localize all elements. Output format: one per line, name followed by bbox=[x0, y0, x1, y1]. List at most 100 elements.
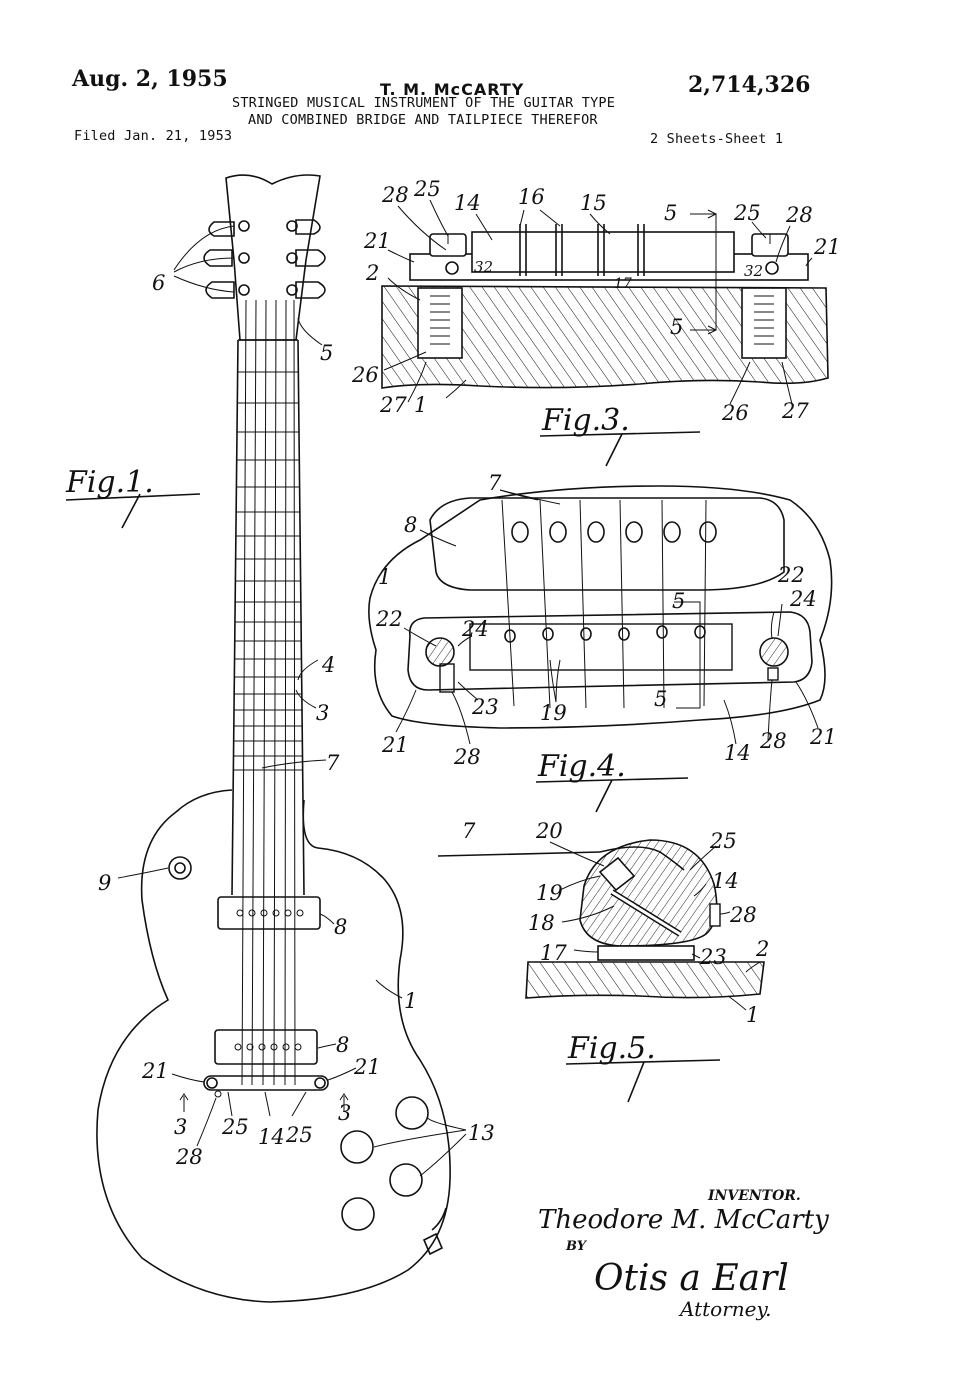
ref-24-left: 24 bbox=[461, 617, 489, 641]
ref-18: 18 bbox=[528, 911, 555, 935]
ref-28: 28 bbox=[729, 903, 757, 927]
ref-17: 17 bbox=[614, 276, 632, 292]
control-knob bbox=[340, 1130, 374, 1164]
ref-25: 25 bbox=[709, 829, 737, 853]
ref-5-bottom: 5 bbox=[654, 687, 667, 711]
guitar-body bbox=[96, 789, 451, 1303]
ref-8-bridge: 8 bbox=[336, 1033, 349, 1057]
ref-26-left: 26 bbox=[351, 363, 379, 387]
strings bbox=[241, 299, 296, 1086]
patent-date: Aug. 2, 1955 bbox=[72, 66, 228, 92]
tuner-peg bbox=[208, 221, 235, 237]
ref-28-left: 28 bbox=[381, 183, 409, 207]
ref-21-left: 21 bbox=[363, 229, 391, 253]
ref-7: 7 bbox=[488, 471, 502, 495]
ref-21-right: 21 bbox=[353, 1055, 381, 1079]
fig3-label: Fig.3. bbox=[541, 403, 630, 438]
ref-5-bottom: 5 bbox=[670, 315, 683, 339]
ref-5-top: 5 bbox=[664, 201, 677, 225]
sheet-count: 2 Sheets-Sheet 1 bbox=[650, 131, 784, 147]
ref-32-right: 32 bbox=[744, 262, 763, 280]
fig4-perspective: 7 8 1 22 24 22 24 5 23 19 21 28 5 14 28 … bbox=[368, 471, 837, 813]
fig3-bridge-section: 28 25 14 16 15 5 25 28 21 21 32 32 2 17 … bbox=[351, 177, 841, 467]
ref-14: 14 bbox=[712, 869, 739, 893]
ref-19: 19 bbox=[540, 701, 567, 725]
patent-title-line1: STRINGED MUSICAL INSTRUMENT OF THE GUITA… bbox=[232, 95, 616, 111]
ref-15: 15 bbox=[580, 191, 607, 215]
ref-28-right: 28 bbox=[759, 729, 787, 753]
ref-16: 16 bbox=[518, 185, 545, 209]
pickup-neck bbox=[217, 896, 321, 930]
ref-5: 5 bbox=[320, 341, 333, 365]
ref-25-left: 25 bbox=[413, 177, 441, 201]
ref-1: 1 bbox=[746, 1003, 759, 1027]
ref-25-right: 25 bbox=[733, 201, 761, 225]
ref-32-left: 32 bbox=[474, 258, 493, 276]
tuner-peg bbox=[295, 281, 326, 299]
ref-5-top: 5 bbox=[672, 589, 685, 613]
ref-14: 14 bbox=[454, 191, 481, 215]
patent-title-line2: AND COMBINED BRIDGE AND TAILPIECE THEREF… bbox=[248, 112, 598, 128]
ref-19: 19 bbox=[536, 881, 563, 905]
fig4-label: Fig.4. bbox=[537, 749, 626, 784]
tuner-peg bbox=[205, 281, 235, 299]
control-knob bbox=[389, 1163, 423, 1197]
ref-14: 14 bbox=[258, 1125, 285, 1149]
ref-7: 7 bbox=[326, 751, 340, 775]
ref-3-right: 3 bbox=[338, 1101, 351, 1125]
ref-21-right: 21 bbox=[809, 725, 837, 749]
ref-1: 1 bbox=[378, 565, 391, 589]
pickup-bridge bbox=[214, 1029, 318, 1065]
bridge-tailpiece bbox=[203, 1075, 329, 1091]
ref-13: 13 bbox=[468, 1121, 495, 1145]
inventor-label: INVENTOR. bbox=[707, 1188, 801, 1204]
ref-22-left: 22 bbox=[375, 607, 403, 631]
tuner-peg bbox=[295, 249, 326, 267]
ref-14: 14 bbox=[724, 741, 751, 765]
ref-20: 20 bbox=[535, 819, 563, 843]
control-knob bbox=[395, 1096, 429, 1130]
ref-26-right: 26 bbox=[721, 401, 749, 425]
ref-21-left: 21 bbox=[381, 733, 409, 757]
ref-6: 6 bbox=[152, 271, 165, 295]
neck bbox=[231, 339, 305, 896]
ref-23: 23 bbox=[699, 945, 727, 969]
ref-25-right: 25 bbox=[285, 1123, 313, 1147]
ref-1: 1 bbox=[404, 989, 417, 1013]
ref-7: 7 bbox=[462, 819, 476, 843]
toggle-switch bbox=[168, 856, 192, 880]
pickup bbox=[429, 497, 785, 591]
ref-24-right: 24 bbox=[789, 587, 817, 611]
ref-21-right: 21 bbox=[813, 235, 841, 259]
ref-2: 2 bbox=[755, 937, 769, 961]
fig1-guitar: 6 5 4 3 7 9 8 1 8 21 21 3 3 25 14 25 28 … bbox=[65, 174, 495, 1303]
ref-8-neck: 8 bbox=[334, 915, 347, 939]
ref-1: 1 bbox=[414, 393, 427, 417]
bridge-bar bbox=[407, 611, 813, 691]
ref-9: 9 bbox=[98, 871, 111, 895]
inventor-signature: Theodore M. McCarty bbox=[538, 1205, 829, 1235]
headstock bbox=[225, 174, 321, 341]
ref-17: 17 bbox=[540, 941, 567, 965]
signature-block: INVENTOR. Theodore M. McCarty BY Otis a … bbox=[538, 1188, 829, 1321]
ref-28-left: 28 bbox=[453, 745, 481, 769]
ref-27-left: 27 bbox=[379, 393, 407, 417]
ref-8: 8 bbox=[404, 513, 417, 537]
ref-3-left: 3 bbox=[174, 1115, 187, 1139]
ref-22-right: 22 bbox=[777, 563, 805, 587]
frets bbox=[233, 371, 303, 771]
ref-3: 3 bbox=[316, 701, 329, 725]
attorney-label: Attorney. bbox=[678, 1297, 771, 1321]
fig5-label: Fig.5. bbox=[567, 1031, 656, 1066]
control-knob bbox=[341, 1197, 375, 1231]
ref-21-left: 21 bbox=[141, 1059, 169, 1083]
output-jack bbox=[422, 1232, 444, 1256]
by-label: BY bbox=[565, 1239, 588, 1254]
filed-date: Filed Jan. 21, 1953 bbox=[74, 128, 233, 144]
ref-28-right: 28 bbox=[785, 203, 813, 227]
ref-28: 28 bbox=[175, 1145, 203, 1169]
tuner-peg bbox=[295, 219, 321, 235]
inventor-name: T. M. McCARTY bbox=[380, 80, 525, 99]
fig5-cross-section: 7 20 25 19 14 18 28 17 23 2 1 Fig.5. bbox=[437, 819, 769, 1103]
